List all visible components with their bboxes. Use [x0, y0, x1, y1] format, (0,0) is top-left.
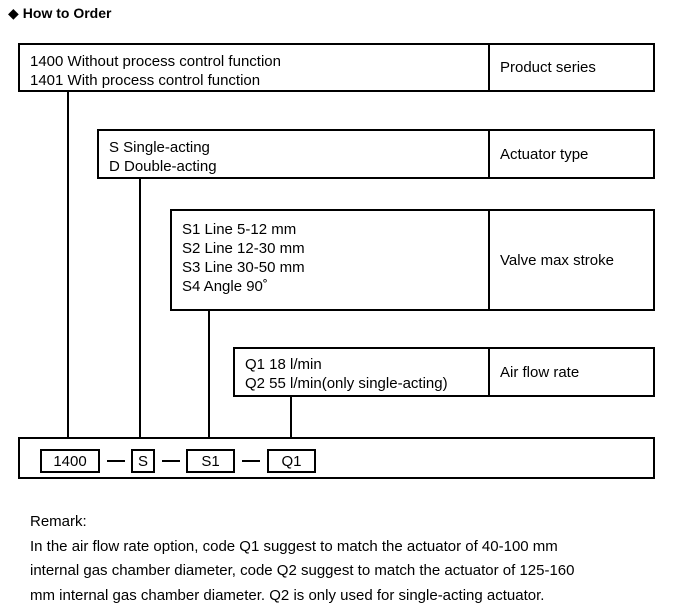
product-series-label: Product series: [488, 45, 655, 90]
remark-line: mm internal gas chamber diameter. Q2 is …: [30, 586, 545, 604]
valve-max-stroke-options: S1 Line 5-12 mm S2 Line 12-30 mm S3 Line…: [182, 220, 305, 296]
remark-line: internal gas chamber diameter, code Q2 s…: [30, 562, 575, 579]
option-q1: Q1 18 l/min: [245, 356, 322, 373]
connector-line-actuator-type: [139, 179, 141, 437]
order-code-box: [18, 437, 655, 479]
remark-title: Remark:: [30, 513, 87, 530]
option-s2: S2 Line 12-30 mm: [182, 240, 305, 257]
code-box-flow: Q1: [267, 449, 316, 473]
actuator-type-label: Actuator type: [488, 131, 655, 177]
code-box-stroke: S1: [186, 449, 235, 473]
heading-text: How to Order: [22, 5, 112, 21]
valve-max-stroke-label: Valve max stroke: [488, 211, 655, 309]
option-s3: S3 Line 30-50 mm: [182, 259, 305, 276]
option-q2: Q2 55 l/min(only single-acting): [245, 375, 448, 392]
air-flow-rate-label: Air flow rate: [488, 349, 655, 395]
code-separator: [162, 460, 180, 462]
code-separator: [107, 460, 125, 462]
actuator-type-box: S Single-acting D Double-acting Actuator…: [97, 129, 655, 179]
remark-line: In the air flow rate option, code Q1 sug…: [30, 537, 558, 555]
option-s: S Single-acting: [109, 139, 210, 156]
air-flow-rate-options: Q1 18 l/min Q2 55 l/min(only single-acti…: [245, 355, 448, 393]
connector-line-valve-max-stroke: [208, 311, 210, 437]
option-1400: 1400 Without process control function: [30, 53, 281, 70]
connector-line-air-flow-rate: [290, 397, 292, 437]
code-separator: [242, 460, 260, 462]
air-flow-rate-box: Q1 18 l/min Q2 55 l/min(only single-acti…: [233, 347, 655, 397]
remark-section: Remark: In the air flow rate option, cod…: [30, 510, 660, 608]
product-series-options: 1400 Without process control function 14…: [30, 52, 281, 90]
page-heading: ◆How to Order: [8, 5, 111, 22]
code-box-series: 1400: [40, 449, 100, 473]
diamond-icon: ◆: [8, 5, 19, 21]
option-1401: 1401 With process control function: [30, 72, 261, 89]
valve-max-stroke-box: S1 Line 5-12 mm S2 Line 12-30 mm S3 Line…: [170, 209, 655, 311]
code-box-actuator: S: [131, 449, 155, 473]
product-series-box: 1400 Without process control function 14…: [18, 43, 655, 92]
connector-line-product-series: [67, 92, 69, 437]
option-s4: S4 Angle 90˚: [182, 278, 268, 295]
option-s1: S1 Line 5-12 mm: [182, 221, 297, 238]
option-d: D Double-acting: [109, 158, 217, 175]
actuator-type-options: S Single-acting D Double-acting: [109, 138, 217, 176]
